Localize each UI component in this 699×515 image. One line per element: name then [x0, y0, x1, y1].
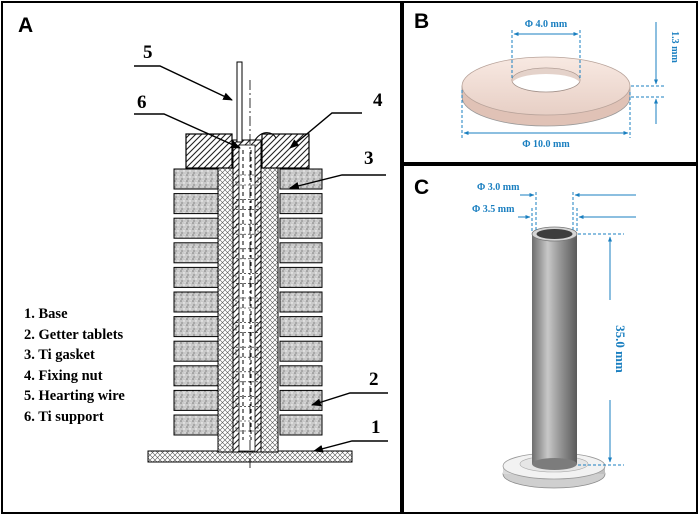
- dim-inner-diameter-c: Φ 3.0 mm: [477, 182, 520, 193]
- callout-5: 5: [143, 42, 153, 63]
- callout-4: 4: [373, 90, 383, 111]
- legend-item-base: 1. Base: [24, 306, 68, 322]
- dim-inner-diameter-b: Φ 4.0 mm: [525, 19, 568, 30]
- getter-tablet: [173, 266, 219, 288]
- component-legend: 1. Base 2. Getter tablets 3. Ti gasket 4…: [24, 304, 125, 427]
- getter-tablet: [279, 217, 323, 239]
- panel-a-label: A: [18, 14, 34, 37]
- leader-6: [134, 113, 241, 149]
- getter-tablet: [279, 266, 323, 288]
- getter-tablet: [279, 414, 323, 436]
- getter-tablet: [279, 340, 323, 362]
- dim-thickness-b: 1.3 mm: [669, 31, 680, 63]
- dimension-lines-c: [518, 192, 636, 466]
- getter-tablet: [279, 389, 323, 411]
- getter-tablet: [173, 389, 219, 411]
- panel-b-label: B: [414, 10, 430, 33]
- getter-tablet: [279, 242, 323, 264]
- fixing-nut-right: [261, 133, 310, 169]
- getter-tablet: [173, 365, 219, 387]
- getter-tablet: [173, 316, 219, 338]
- panel-a-frame: [1, 1, 402, 514]
- getter-tablet: [279, 316, 323, 338]
- getter-tablet: [279, 365, 323, 387]
- legend-item-fixing-nut: 4. Fixing nut: [24, 367, 103, 384]
- getter-assembly: [147, 61, 353, 468]
- leader-1: [313, 440, 388, 453]
- getter-tablet: [173, 168, 219, 190]
- wire-lead: [254, 132, 277, 141]
- tube-bore: [536, 229, 573, 239]
- getter-tablet: [173, 217, 219, 239]
- panel-c-frame: [402, 164, 698, 514]
- legend-item-getter-tablets: 2. Getter tablets: [24, 326, 124, 343]
- legend-item-hearting-wire: 5. Hearting wire: [24, 388, 125, 404]
- callout-3: 3: [364, 148, 374, 169]
- dim-outer-diameter-c: Φ 3.5 mm: [472, 204, 515, 215]
- heater-coil: [242, 150, 252, 440]
- leader-2: [311, 392, 388, 407]
- fixing-nut-left: [185, 133, 233, 169]
- dimension-lines-b: [461, 22, 664, 138]
- getter-tablet: [173, 291, 219, 313]
- getter-tablet: [173, 242, 219, 264]
- heating-wire: [236, 61, 243, 143]
- getter-tablet: [173, 340, 219, 362]
- callout-6: 6: [137, 92, 147, 113]
- leader-3: [289, 174, 386, 190]
- legend-item-ti-gasket: 3. Ti gasket: [24, 347, 95, 363]
- getter-tablet: [173, 414, 219, 436]
- getter-tablet: [173, 193, 219, 215]
- callout-leaders: [134, 65, 388, 453]
- getter-tablet: [279, 291, 323, 313]
- getter-tablet: [279, 193, 323, 215]
- panel-b-frame: [402, 1, 698, 164]
- dim-height-c: 35.0 mm: [613, 325, 628, 373]
- panel-c-label: C: [414, 176, 430, 199]
- tube-body: [532, 234, 577, 464]
- leader-5: [134, 65, 233, 101]
- getter-tablet: [279, 168, 323, 190]
- callout-1: 1: [371, 417, 381, 438]
- dim-outer-diameter-b: Φ 10.0 mm: [522, 139, 570, 150]
- leader-4: [289, 112, 362, 149]
- ti-support-3d: [502, 226, 606, 489]
- legend-item-ti-support: 6. Ti support: [24, 408, 104, 425]
- ti-gasket-3d: [461, 56, 631, 127]
- callout-2: 2: [369, 369, 379, 390]
